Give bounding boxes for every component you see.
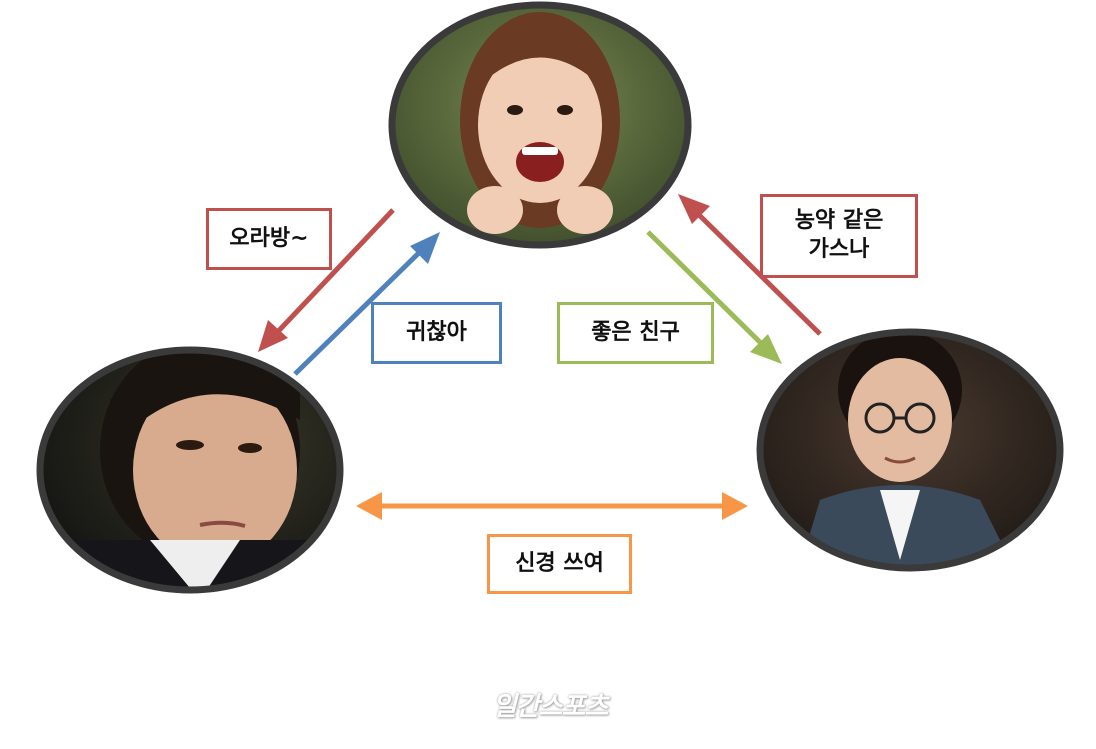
relation-label-singyeong: 신경 쓰여 [487,534,632,594]
portrait-right [756,328,1064,572]
portrait-man-serious-icon [40,350,340,590]
portrait-man-glasses-icon [760,332,1060,568]
relation-label-gwichana: 귀찮아 [371,302,502,364]
watermark-logo: 일간스포츠 [492,692,609,722]
arrow-nongyak [678,194,822,336]
relation-label-joeun: 좋은 친구 [557,302,714,364]
arrow-singyeong [356,492,748,520]
relation-label-orabang: 오라방~ [206,208,332,270]
portrait-left [36,346,344,594]
arrow-orabang [258,208,395,352]
relation-label-nongyak: 농약 같은 가스나 [760,194,918,278]
arrow-joeun [646,230,782,364]
portrait-girl-smiling-icon [392,5,688,245]
portrait-top [388,1,692,249]
arrow-gwichana [293,232,440,376]
